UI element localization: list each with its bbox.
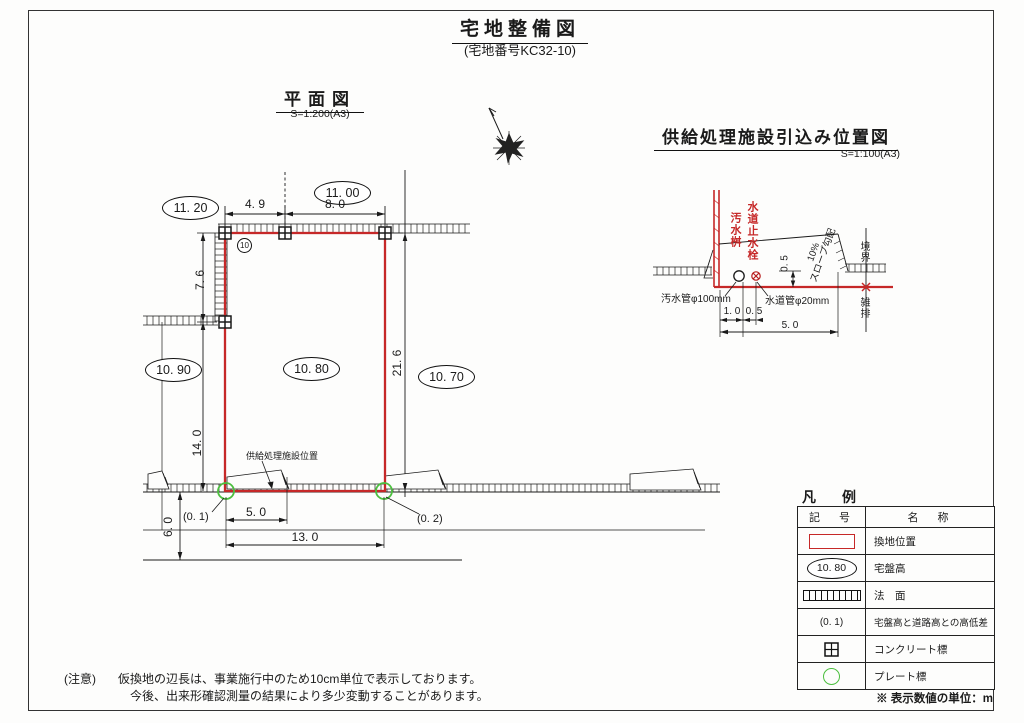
legend-name: 宅盤高 (866, 554, 994, 581)
legend-col-name: 名 称 (907, 512, 953, 524)
detail-view (653, 190, 893, 337)
north-arrow-icon (488, 107, 525, 165)
legend-name: 換地位置 (866, 527, 994, 554)
boundary-label-top: 境界 (858, 241, 869, 263)
legend-name: プレート標 (866, 662, 994, 689)
dim-label: 7. 6 (193, 270, 207, 291)
plan-leaders (211, 460, 420, 515)
dim-label: 1. 0 (723, 306, 741, 317)
boundary-x-marker (861, 282, 871, 292)
sewer-basin-symbol (733, 270, 745, 282)
page-title: 宅地整備図 (438, 14, 602, 44)
dim-label: 5. 0 (781, 320, 799, 331)
lot-number-badge: 10 (237, 238, 252, 253)
plan-dimensions (177, 206, 408, 560)
sheet-border (28, 10, 994, 711)
note-line1: 仮換地の辺長は、事業施行中のため10cm単位で表示しております。 (118, 672, 482, 686)
detail-scale: S=1:100(A3) (840, 148, 900, 160)
utility-position-label: 供給処理施設位置 (246, 451, 319, 461)
wall-base (703, 249, 714, 279)
water-pipe-label: 水道管φ20mm (765, 296, 830, 307)
legend-symbol-plate (798, 662, 866, 689)
dim-label: 14. 0 (190, 429, 204, 457)
unit-note: ※ 表示数値の単位：m (876, 693, 993, 705)
dim-label: 4. 9 (244, 197, 265, 211)
legend-symbol-replot (798, 527, 866, 554)
water-valve-symbol (751, 271, 761, 281)
plan-scale: S=1:200(A3) (290, 108, 350, 120)
legend-col-symbol: 記 号 (798, 507, 866, 527)
legend-symbol-slope (798, 581, 866, 608)
concrete-marker-icon (824, 641, 839, 657)
slope-strip-west (143, 316, 218, 325)
dim-label: 21. 6 (390, 349, 404, 377)
dim-label: 13. 0 (291, 530, 319, 544)
water-valve-label: 水道止水栓 (746, 201, 758, 261)
detail-title: 供給処理施設引込み位置図 (645, 123, 907, 151)
elevation-badge: 11. 20 (162, 196, 219, 220)
elevation-badge: 11. 00 (314, 181, 371, 205)
slope-strip-top (218, 224, 470, 233)
boundary-label-bottom: 雑排 (858, 297, 869, 319)
legend-title: 凡 例 (802, 489, 862, 505)
height-diff-label: (0. 2) (417, 513, 443, 525)
dim-label: 5. 0 (245, 505, 266, 519)
sewer-pipe-label: 汚水管φ100mm (661, 294, 731, 305)
height-diff-label: (0. 1) (183, 511, 209, 523)
page-subtitle: (宅地番号KC32-10) (464, 43, 576, 58)
plan-view (143, 107, 720, 561)
dim-label: 0. 5 (779, 255, 791, 272)
legend-table: 記 号 名 称 換地位置 10. 80 宅盤高 法 面 (0. 1) 宅盤高と道… (797, 506, 995, 690)
legend-name: 法 面 (866, 581, 994, 608)
ramp-shapes (147, 468, 702, 491)
legend-symbol-elevation: 10. 80 (798, 554, 866, 581)
note-line2: 今後、出来形確認測量の結果により多少変動することがあります。 (130, 689, 489, 703)
legend-symbol-diff: (0. 1) (798, 608, 866, 635)
slope-surface-line (718, 233, 839, 245)
elevation-badge: 10. 70 (418, 365, 475, 389)
dim-label: 6. 0 (161, 517, 175, 538)
elevation-badge: 10. 80 (283, 357, 340, 381)
legend-name: コンクリート標 (866, 635, 994, 662)
dim-label: 0. 5 (745, 306, 763, 317)
legend-name: 宅盤高と道路高との高低差 (866, 608, 994, 635)
dim-label: 8. 0 (324, 197, 345, 211)
note-head: (注意) (64, 672, 96, 686)
elevation-badge: 10. 90 (145, 358, 202, 382)
plot-boundary-red (223, 231, 387, 493)
plan-title: 平面図 (262, 85, 378, 113)
sewer-basin-label: 汚水桝 (729, 212, 741, 248)
legend-symbol-concrete (798, 635, 866, 662)
